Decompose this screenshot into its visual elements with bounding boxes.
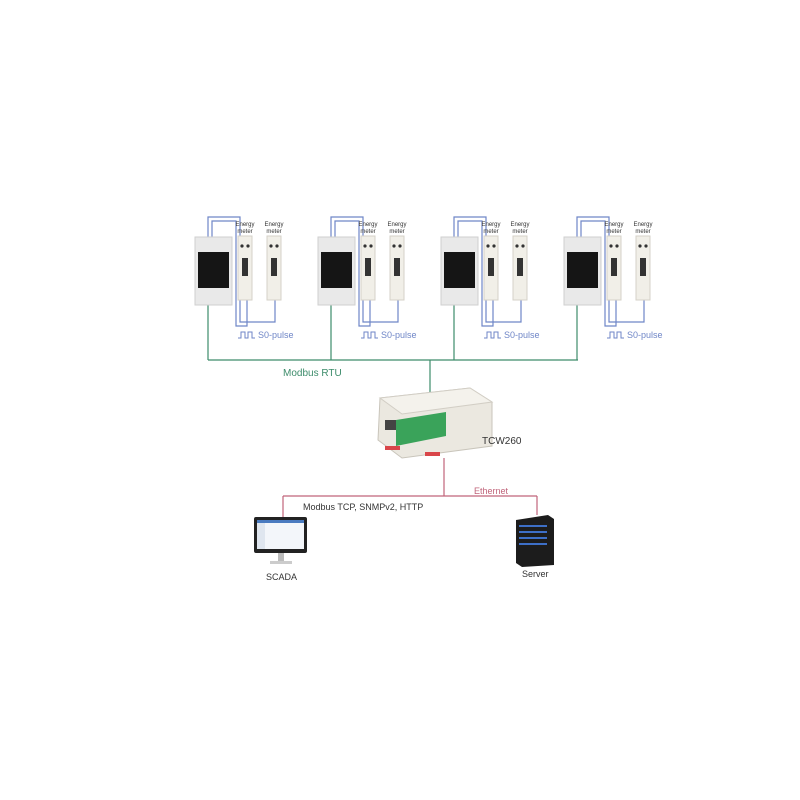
io-module — [440, 236, 479, 306]
server-label: Server — [522, 569, 549, 579]
tcw260-label: TCW260 — [482, 436, 522, 447]
modbus-rtu-label: Modbus RTU — [283, 368, 342, 379]
ethernet-label: Ethernet — [474, 486, 509, 496]
pulse-icon — [484, 331, 501, 339]
pulse-wire — [580, 220, 617, 327]
scada-monitor-icon — [254, 517, 307, 564]
energy-meter — [483, 235, 499, 301]
protocols-label: Modbus TCP, SNMPv2, HTTP — [303, 502, 423, 512]
energy-meter — [237, 235, 253, 301]
s0-pulse-label: S0-pulse — [258, 330, 294, 340]
server-icon — [516, 515, 554, 567]
s0-pulse-label: S0-pulse — [381, 330, 417, 340]
s0-pulse-label: S0-pulse — [627, 330, 663, 340]
energy-meter — [266, 235, 282, 301]
tcw260-controller — [377, 387, 494, 459]
pulse-icon — [238, 331, 255, 339]
energy-meter — [635, 235, 651, 301]
energy-meter — [606, 235, 622, 301]
io-module — [317, 236, 356, 306]
pulse-wire — [457, 220, 494, 327]
energy-meter — [389, 235, 405, 301]
pulse-wire — [211, 220, 248, 327]
pulse-icon — [607, 331, 624, 339]
io-module — [563, 236, 602, 306]
io-module — [194, 236, 233, 306]
scada-label: SCADA — [266, 572, 297, 582]
energy-meter — [360, 235, 376, 301]
s0-pulse-label: S0-pulse — [504, 330, 540, 340]
pulse-icon — [361, 331, 378, 339]
energy-meter — [512, 235, 528, 301]
pulse-wire — [334, 220, 371, 327]
